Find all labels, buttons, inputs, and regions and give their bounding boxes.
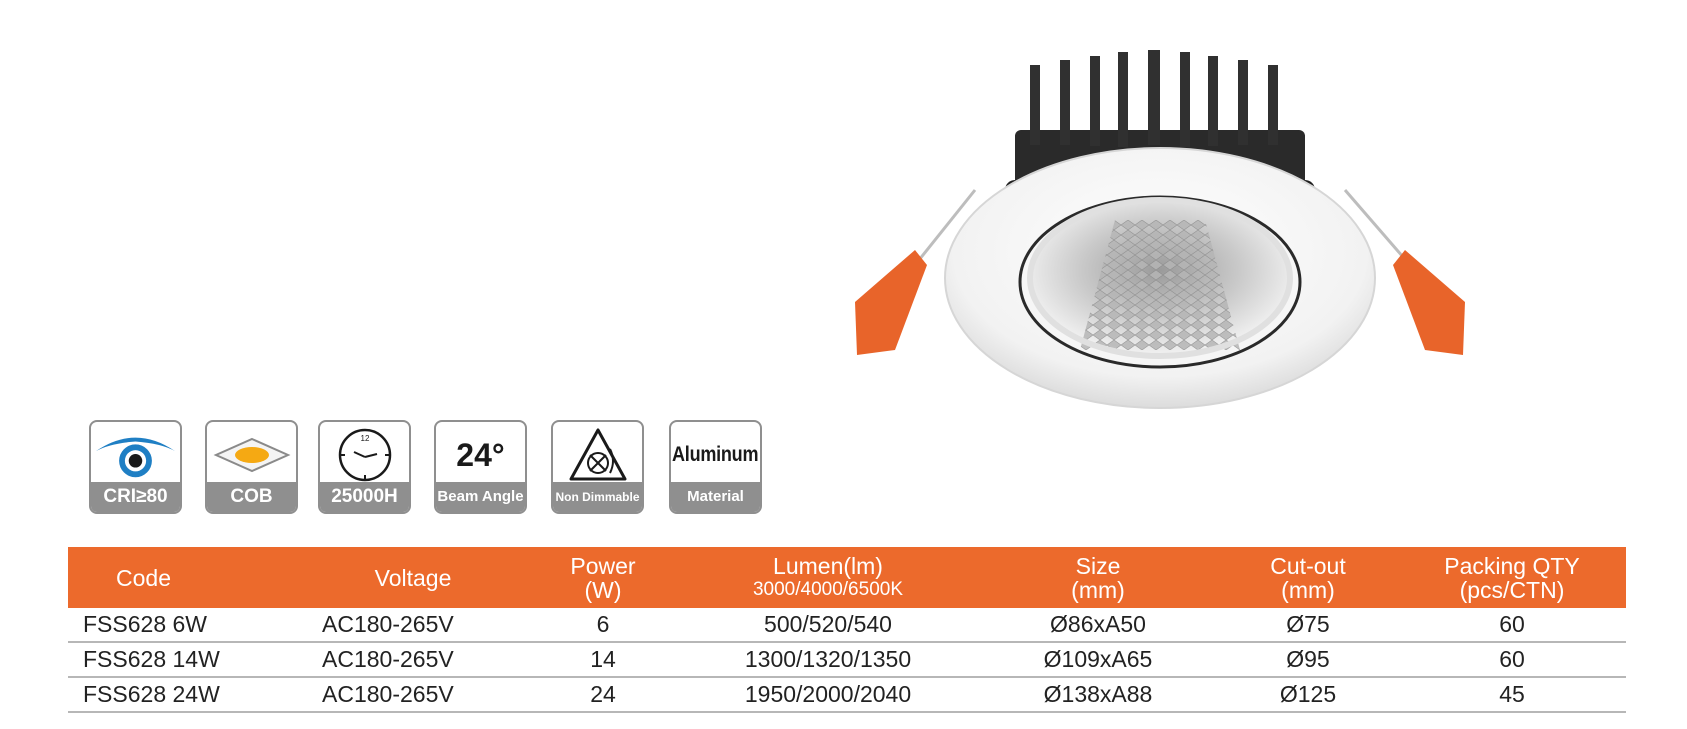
beam-angle-value: 24°	[456, 436, 505, 473]
spec-table: Code Voltage Power(W) Lumen(lm)3000/4000…	[68, 547, 1626, 713]
cell-cutout: Ø125	[1218, 677, 1398, 713]
badge-beam-angle: 24° Beam Angle	[434, 420, 527, 514]
left-spring-clip	[855, 250, 927, 355]
cell-packing-qty: 60	[1398, 608, 1626, 643]
cell-power: 6	[528, 608, 678, 643]
material-value: Aluminum	[672, 443, 759, 466]
cell-code: FSS628 14W	[68, 642, 298, 678]
badge-material-label: Material	[671, 482, 760, 512]
header-packing-qty: Packing QTY(pcs/CTN)	[1398, 547, 1626, 608]
cell-cutout: Ø75	[1218, 608, 1398, 643]
table-header-row: Code Voltage Power(W) Lumen(lm)3000/4000…	[68, 547, 1626, 608]
cell-lumen: 500/520/540	[678, 608, 978, 643]
cell-packing-qty: 45	[1398, 677, 1626, 713]
cell-voltage: AC180-265V	[298, 642, 528, 678]
cell-cutout: Ø95	[1218, 642, 1398, 678]
clock-icon: 12	[338, 428, 391, 482]
eye-icon	[95, 437, 176, 478]
badge-dimming-label: Non Dimmable	[553, 482, 642, 512]
cell-voltage: AC180-265V	[298, 677, 528, 713]
table-row: FSS628 24W AC180-265V 24 1950/2000/2040 …	[68, 677, 1626, 713]
downlight-product-image	[855, 50, 1465, 409]
badge-lifetime: 12 25000H	[318, 420, 411, 514]
cell-lumen: 1300/1320/1350	[678, 642, 978, 678]
table-row: FSS628 14W AC180-265V 14 1300/1320/1350 …	[68, 642, 1626, 678]
badge-material: Aluminum Material	[669, 420, 762, 514]
cell-power: 14	[528, 642, 678, 678]
cell-code: FSS628 24W	[68, 677, 298, 713]
cell-packing-qty: 60	[1398, 642, 1626, 678]
badge-cri: CRI≥80	[89, 420, 182, 514]
badge-beam-angle-label: Beam Angle	[436, 482, 525, 512]
cell-size: Ø86xA50	[978, 608, 1218, 643]
badge-cob: COB	[205, 420, 298, 514]
cell-code: FSS628 6W	[68, 608, 298, 643]
badge-cob-label: COB	[207, 482, 296, 512]
non-dimmable-icon	[569, 428, 626, 481]
header-voltage: Voltage	[298, 547, 528, 608]
badge-cri-label: CRI≥80	[91, 482, 180, 512]
badge-lifetime-label: 25000H	[320, 482, 409, 512]
cell-size: Ø109xA65	[978, 642, 1218, 678]
badge-dimming: Non Dimmable	[551, 420, 644, 514]
header-code: Code	[68, 547, 298, 608]
header-power: Power(W)	[528, 547, 678, 608]
right-spring-clip	[1393, 250, 1465, 355]
header-lumen: Lumen(lm)3000/4000/6500K	[678, 547, 978, 608]
cell-voltage: AC180-265V	[298, 608, 528, 643]
table-row: FSS628 6W AC180-265V 6 500/520/540 Ø86xA…	[68, 608, 1626, 643]
cell-power: 24	[528, 677, 678, 713]
header-size: Size(mm)	[978, 547, 1218, 608]
spring-wires	[913, 189, 1412, 266]
header-cutout: Cut-out(mm)	[1218, 547, 1398, 608]
cell-size: Ø138xA88	[978, 677, 1218, 713]
cob-chip-icon	[213, 437, 290, 473]
clock-twelve: 12	[360, 434, 369, 443]
cell-lumen: 1950/2000/2040	[678, 677, 978, 713]
